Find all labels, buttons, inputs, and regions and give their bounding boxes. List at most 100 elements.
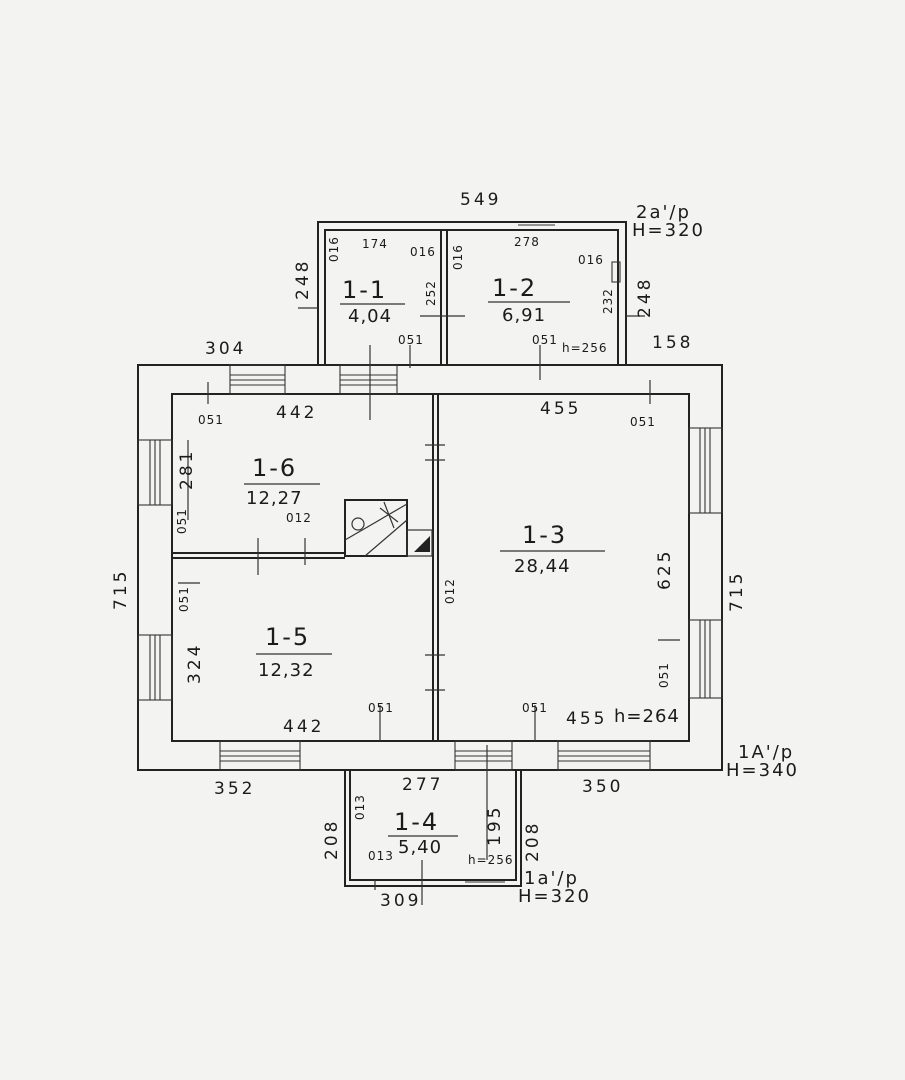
dim-annex-left-height: 248 — [293, 259, 313, 300]
main-letter: 1A'/p — [738, 742, 794, 763]
mark-013: 013 — [353, 794, 367, 820]
room-1-1-id: 1-1 — [342, 276, 387, 304]
dim-room-1-1-width: 174 — [362, 237, 388, 251]
dim-bottom-right: 350 — [582, 777, 623, 797]
main-outer-wall — [137, 364, 723, 771]
dim-room-1-3-bottom-width: 455 — [566, 709, 607, 729]
porch-letter: 1a'/p — [524, 868, 579, 889]
room-1-4-area: 5,40 — [398, 837, 442, 858]
window-left-lower — [137, 634, 173, 701]
porch-inner-wall — [349, 770, 517, 881]
annex-outer-wall — [317, 221, 627, 365]
room-1-5-area: 12,32 — [258, 660, 315, 681]
stove — [344, 499, 433, 557]
mark-051: 051 — [177, 586, 191, 612]
window-right-lower — [688, 619, 723, 699]
dim-main-right-height: 715 — [727, 571, 747, 612]
mark-051: 051 — [398, 333, 424, 347]
windows — [137, 224, 723, 883]
dim-room-1-6-width: 442 — [276, 403, 317, 423]
room-1-4: 1-4 5,40 — [388, 808, 458, 858]
room-1-4-id: 1-4 — [394, 808, 439, 836]
height-annex: h=256 — [562, 341, 608, 355]
room-1-3: 1-3 28,44 — [500, 521, 605, 577]
stove-hatch-2 — [383, 501, 395, 529]
stove-box — [406, 529, 433, 557]
dim-room-1-2-height: 232 — [601, 288, 615, 314]
stove-diagonal-2 — [364, 519, 408, 557]
mark-012: 012 — [443, 578, 457, 604]
room-1-2: 1-2 6,91 — [488, 274, 570, 326]
dim-annex-right-height: 248 — [635, 277, 655, 318]
dim-bottom-left: 352 — [214, 779, 255, 799]
mark-051: 051 — [522, 701, 548, 715]
dim-room-1-5-width: 442 — [283, 717, 324, 737]
dim-room-1-6-depth: 281 — [177, 449, 197, 490]
room-1-5-id: 1-5 — [265, 623, 310, 651]
dim-top-annex-width: 549 — [460, 190, 501, 210]
mark-012: 012 — [286, 511, 312, 525]
annotations: 2a'/p H=320 1A'/p H=340 1a'/p H=320 — [518, 202, 799, 907]
main-inner-wall — [171, 393, 690, 742]
window-left-upper — [137, 439, 173, 506]
room-1-6: 1-6 12,27 — [244, 454, 320, 509]
window-annex-right — [611, 261, 621, 283]
window-top-left — [229, 364, 286, 395]
room-1-2-area: 6,91 — [502, 305, 546, 326]
room-1-1: 1-1 4,04 — [340, 276, 405, 327]
stove-diagonal — [344, 503, 408, 541]
porch-outer-wall — [344, 770, 522, 887]
height-labels: h=256 h=264 h=256 — [468, 341, 680, 867]
window-bottom-door — [454, 740, 513, 771]
room-1-3-area: 28,44 — [514, 556, 571, 577]
mark-051: 051 — [175, 508, 189, 534]
annex-height: H=320 — [632, 220, 705, 241]
mark-016: 016 — [578, 253, 604, 267]
main-height: H=340 — [726, 760, 799, 781]
dim-porch-right-height: 208 — [523, 821, 543, 862]
dim-room-1-2-width: 278 — [514, 235, 540, 249]
dim-main-top-right: 158 — [652, 333, 693, 353]
dim-room-1-3-depth: 625 — [655, 549, 675, 590]
window-bottom-right — [557, 740, 651, 771]
annex-inner-wall — [324, 229, 619, 365]
room-1-1-area: 4,04 — [348, 306, 392, 327]
mark-016: 016 — [451, 244, 465, 270]
mark-013: 013 — [368, 849, 394, 863]
dim-main-left-height: 715 — [111, 569, 131, 610]
height-main: h=264 — [614, 706, 680, 727]
dim-porch-inner: 195 — [485, 805, 505, 846]
mark-051: 051 — [198, 413, 224, 427]
annex-letter: 2a'/p — [636, 202, 691, 223]
mark-051: 051 — [368, 701, 394, 715]
room-1-6-area: 12,27 — [246, 488, 303, 509]
dim-porch-top: 277 — [402, 775, 443, 795]
mark-051: 051 — [657, 662, 671, 688]
dim-room-1-3-width: 455 — [540, 399, 581, 419]
room-1-2-id: 1-2 — [492, 274, 537, 302]
dim-porch-left-height: 208 — [322, 819, 342, 860]
stove-fill — [414, 536, 430, 552]
mark-051: 051 — [630, 415, 656, 429]
dim-porch-bottom: 309 — [380, 891, 421, 911]
window-bottom-left — [219, 740, 301, 771]
door-ticks — [178, 307, 680, 905]
mark-016: 016 — [410, 245, 436, 259]
stove-body — [344, 499, 408, 557]
mark-016: 016 — [327, 236, 341, 262]
height-porch: h=256 — [468, 853, 514, 867]
stove-burner-icon — [351, 517, 365, 531]
dim-room-1-5-depth: 324 — [185, 643, 205, 684]
small-marks: 016 016 016 016 051 051 051 051 051 051 … — [175, 236, 671, 863]
room-1-6-id: 1-6 — [252, 454, 297, 482]
window-top-middle — [339, 364, 398, 395]
dimension-labels: 549 248 248 174 252 278 232 304 158 442 … — [111, 190, 747, 911]
room-1-5: 1-5 12,32 — [256, 623, 332, 681]
window-right-upper — [688, 427, 723, 514]
room-1-3-id: 1-3 — [522, 521, 567, 549]
dim-main-top-left: 304 — [205, 339, 246, 359]
dim-room-1-1-height: 252 — [424, 280, 438, 306]
porch-height: H=320 — [518, 886, 591, 907]
mark-051: 051 — [532, 333, 558, 347]
